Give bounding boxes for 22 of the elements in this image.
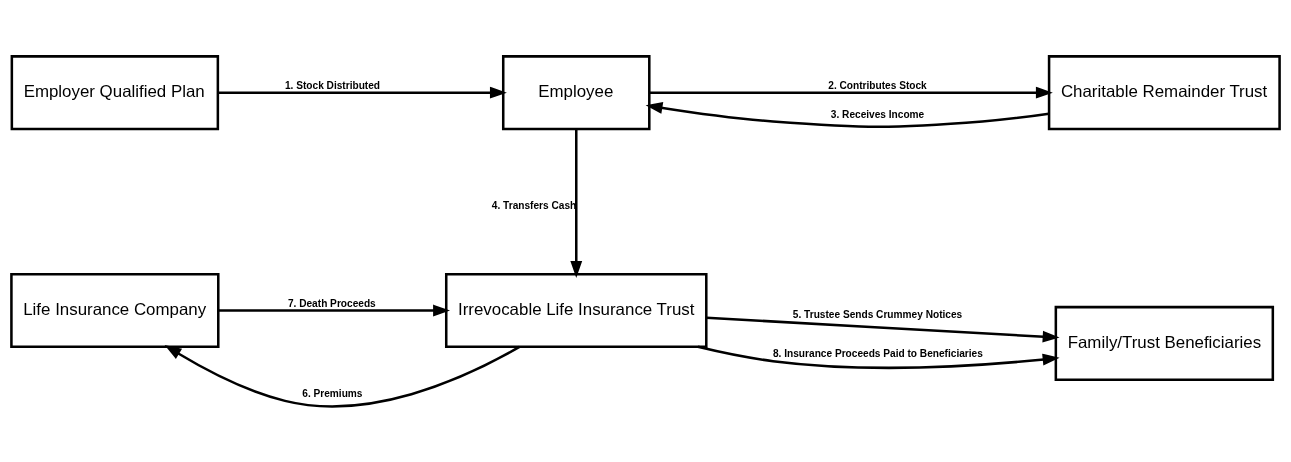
arrow (570, 128, 583, 278)
arrow (164, 344, 521, 408)
edge-label: 4. Transfers Cash (491, 199, 577, 211)
edge-label: 3. Receives Income (830, 108, 925, 120)
edge-label: 5. Trustee Sends Crummey Notices (792, 308, 963, 320)
node-box: Charitable Remainder Trust (1047, 54, 1281, 130)
arrow (218, 304, 450, 316)
edge-label: 2. Contributes Stock (828, 79, 927, 91)
arrow (218, 86, 507, 99)
node-box: Employee (501, 54, 651, 130)
arrow (706, 316, 1060, 343)
arrow (645, 101, 1050, 128)
edge-label: 1. Stock Distributed (284, 79, 381, 91)
node-box: Irrevocable Life Insurance Trust (444, 272, 708, 348)
arrow (649, 86, 1053, 99)
node-box: Employer Qualified Plan (10, 54, 220, 130)
edge-label: 6. Premiums (302, 387, 363, 399)
edge-label: 8. Insurance Proceeds Paid to Beneficiaries (772, 347, 983, 359)
node-box: Family/Trust Beneficiaries (1054, 305, 1275, 381)
edge-label: 7. Death Proceeds (287, 297, 376, 309)
node-box: Life Insurance Company (10, 272, 220, 348)
arrow (697, 345, 1060, 369)
